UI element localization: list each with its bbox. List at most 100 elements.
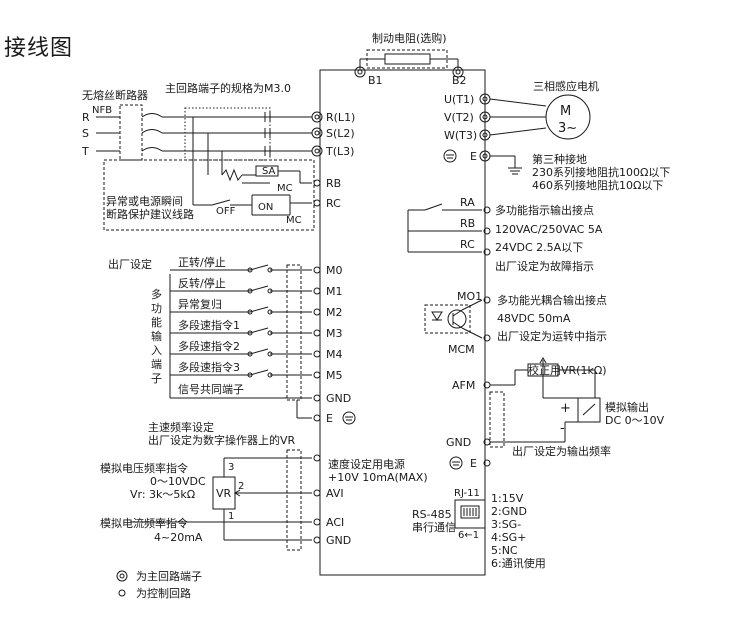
protection-circuit [103,159,315,231]
afm-label: AFM [452,379,475,392]
mo-rating: 48VDC 50mA [497,312,571,325]
meter-icon [577,397,601,423]
aci-label: ACI [326,516,344,529]
motor-m: M [560,104,571,119]
mc-label-bottom: MC [286,215,302,226]
plus-sign: + [560,401,571,416]
e-terminal-2 [313,414,321,422]
voltage-cmd-1: 模拟电压频率指令 [100,461,188,475]
u-t1-label: U(T1) [444,93,474,106]
multi-function-label: 多功能输入端子 [151,287,162,385]
ground-note-3: 460系列接地阻抗10Ω以下 [532,178,663,192]
b2-terminal [452,66,464,78]
s-terminal [311,127,323,139]
gnd-label-1: GND [326,392,351,405]
gnd-terminal-2 [313,536,321,544]
input-function-label: 多段速指令3 [178,360,240,374]
aci-terminal [313,518,321,526]
analog-out-2: DC 0～10V [605,414,665,427]
legend-main-terminal-icon [116,570,128,582]
b1-label: B1 [368,74,383,87]
mcm-label: MCM [448,343,475,356]
power-label-2: +10V 10mA(MAX) [328,471,428,484]
rb-label: RB [326,177,341,190]
gnd-label-2: GND [326,534,351,547]
input-function-label: 异常复归 [178,297,222,311]
current-cmd-1: 模拟电流频率指令 [100,516,188,530]
relay-rating-1: 120VAC/250VAC 5A [495,223,603,236]
sa-label: SA [262,166,276,177]
relay-rc-terminal [483,248,491,256]
rs485-pin: 4:SG+ [491,531,526,544]
photocoupler-output [424,299,483,339]
rc-terminal [313,199,321,207]
rs485-label-1: RS-485 [412,508,452,521]
afm-factory: 出厂设定为输出频率 [512,444,611,458]
phase-r-label: R [82,111,90,124]
legend-main: 为主回路端子 [136,570,202,583]
phase-s-label: S [82,127,89,140]
input-function-label: 反转/停止 [178,276,226,290]
rs485-pin: 1:15V [491,492,524,505]
input-terminal [313,350,321,358]
current-cmd-2: 4~20mA [154,531,203,544]
input-terminal [313,266,321,274]
input-terminal [313,329,321,337]
main-spec-note: 主回路端子的规格为M3.0 [165,81,291,95]
ra-label: RA [460,196,475,209]
ground-icon-mid [342,411,356,425]
e-label-3: E [470,457,477,470]
pin-1: 1 [228,511,234,522]
input-terminal [313,308,321,316]
input-terminal-label: M2 [326,306,343,319]
vr-label: VR [216,487,232,500]
input-terminal-label: M5 [326,369,343,382]
b1-terminal [354,66,366,78]
off-label: OFF [216,206,236,217]
gnd-terminal-3 [483,438,491,446]
relay-output [407,203,482,253]
voltage-cmd-3: Vr: 3k～5kΩ [130,488,195,501]
e-label-top: E [470,150,477,163]
motor-label: 三相感应电机 [533,79,599,93]
rs485-pins-note: 6←1 [458,530,479,541]
resistor-icon [384,53,431,65]
phase-t-label: T [81,145,89,158]
w-terminal [479,129,491,141]
rs485-pin: 6:通讯使用 [491,557,546,570]
r-l1-label: R(L1) [326,111,355,124]
ground-note-1: 第三种接地 [532,152,587,166]
power-label-1: 速度设定用电源 [328,457,405,471]
voltage-cmd-2: 0～10VDC [150,475,206,488]
input-terminal-label: M4 [326,348,343,361]
main-freq-2: 出厂设定为数字操作器上的VR [148,433,296,447]
input-terminal [313,371,321,379]
mo-factory: 出厂设定为运转中指示 [497,329,607,343]
t-l3-label: T(L3) [325,145,354,158]
rj11-icon [454,499,486,529]
brake-resistor: 制动电阻(选购) B1 B2 [354,31,467,87]
v-t2-label: V(T2) [444,111,474,124]
rs485-pin: 2:GND [491,505,527,518]
relay-rating-2: 24VDC 2.5A以下 [495,241,583,254]
mo1-label: MO1 [457,290,482,303]
r-terminal [311,111,323,123]
calib-label: 校正用VR(1kΩ) [528,363,607,377]
v-terminal [479,111,491,123]
w-t3-label: W(T3) [444,129,477,142]
drive-body [319,69,486,576]
s-l2-label: S(L2) [326,127,355,140]
motor-phase: 3~ [558,121,577,136]
input-function-label: 多段速指令1 [178,318,240,332]
rs485-pin: 3:SG- [491,518,521,531]
main-freq-1: 主速频率设定 [148,420,214,434]
input-function-label: 正转/停止 [178,255,226,269]
rs485-port [454,499,486,529]
gnd-terminal-1 [313,394,321,402]
e-terminal-3 [483,459,491,467]
afm-terminal [483,381,491,389]
input-rows: 正转/停止M0反转/停止M1异常复归M2多段速指令1M3多段速指令2M4多段速指… [170,255,343,382]
relay-rb-label: RB [460,217,475,230]
legend-control: 为控制回路 [136,586,191,600]
